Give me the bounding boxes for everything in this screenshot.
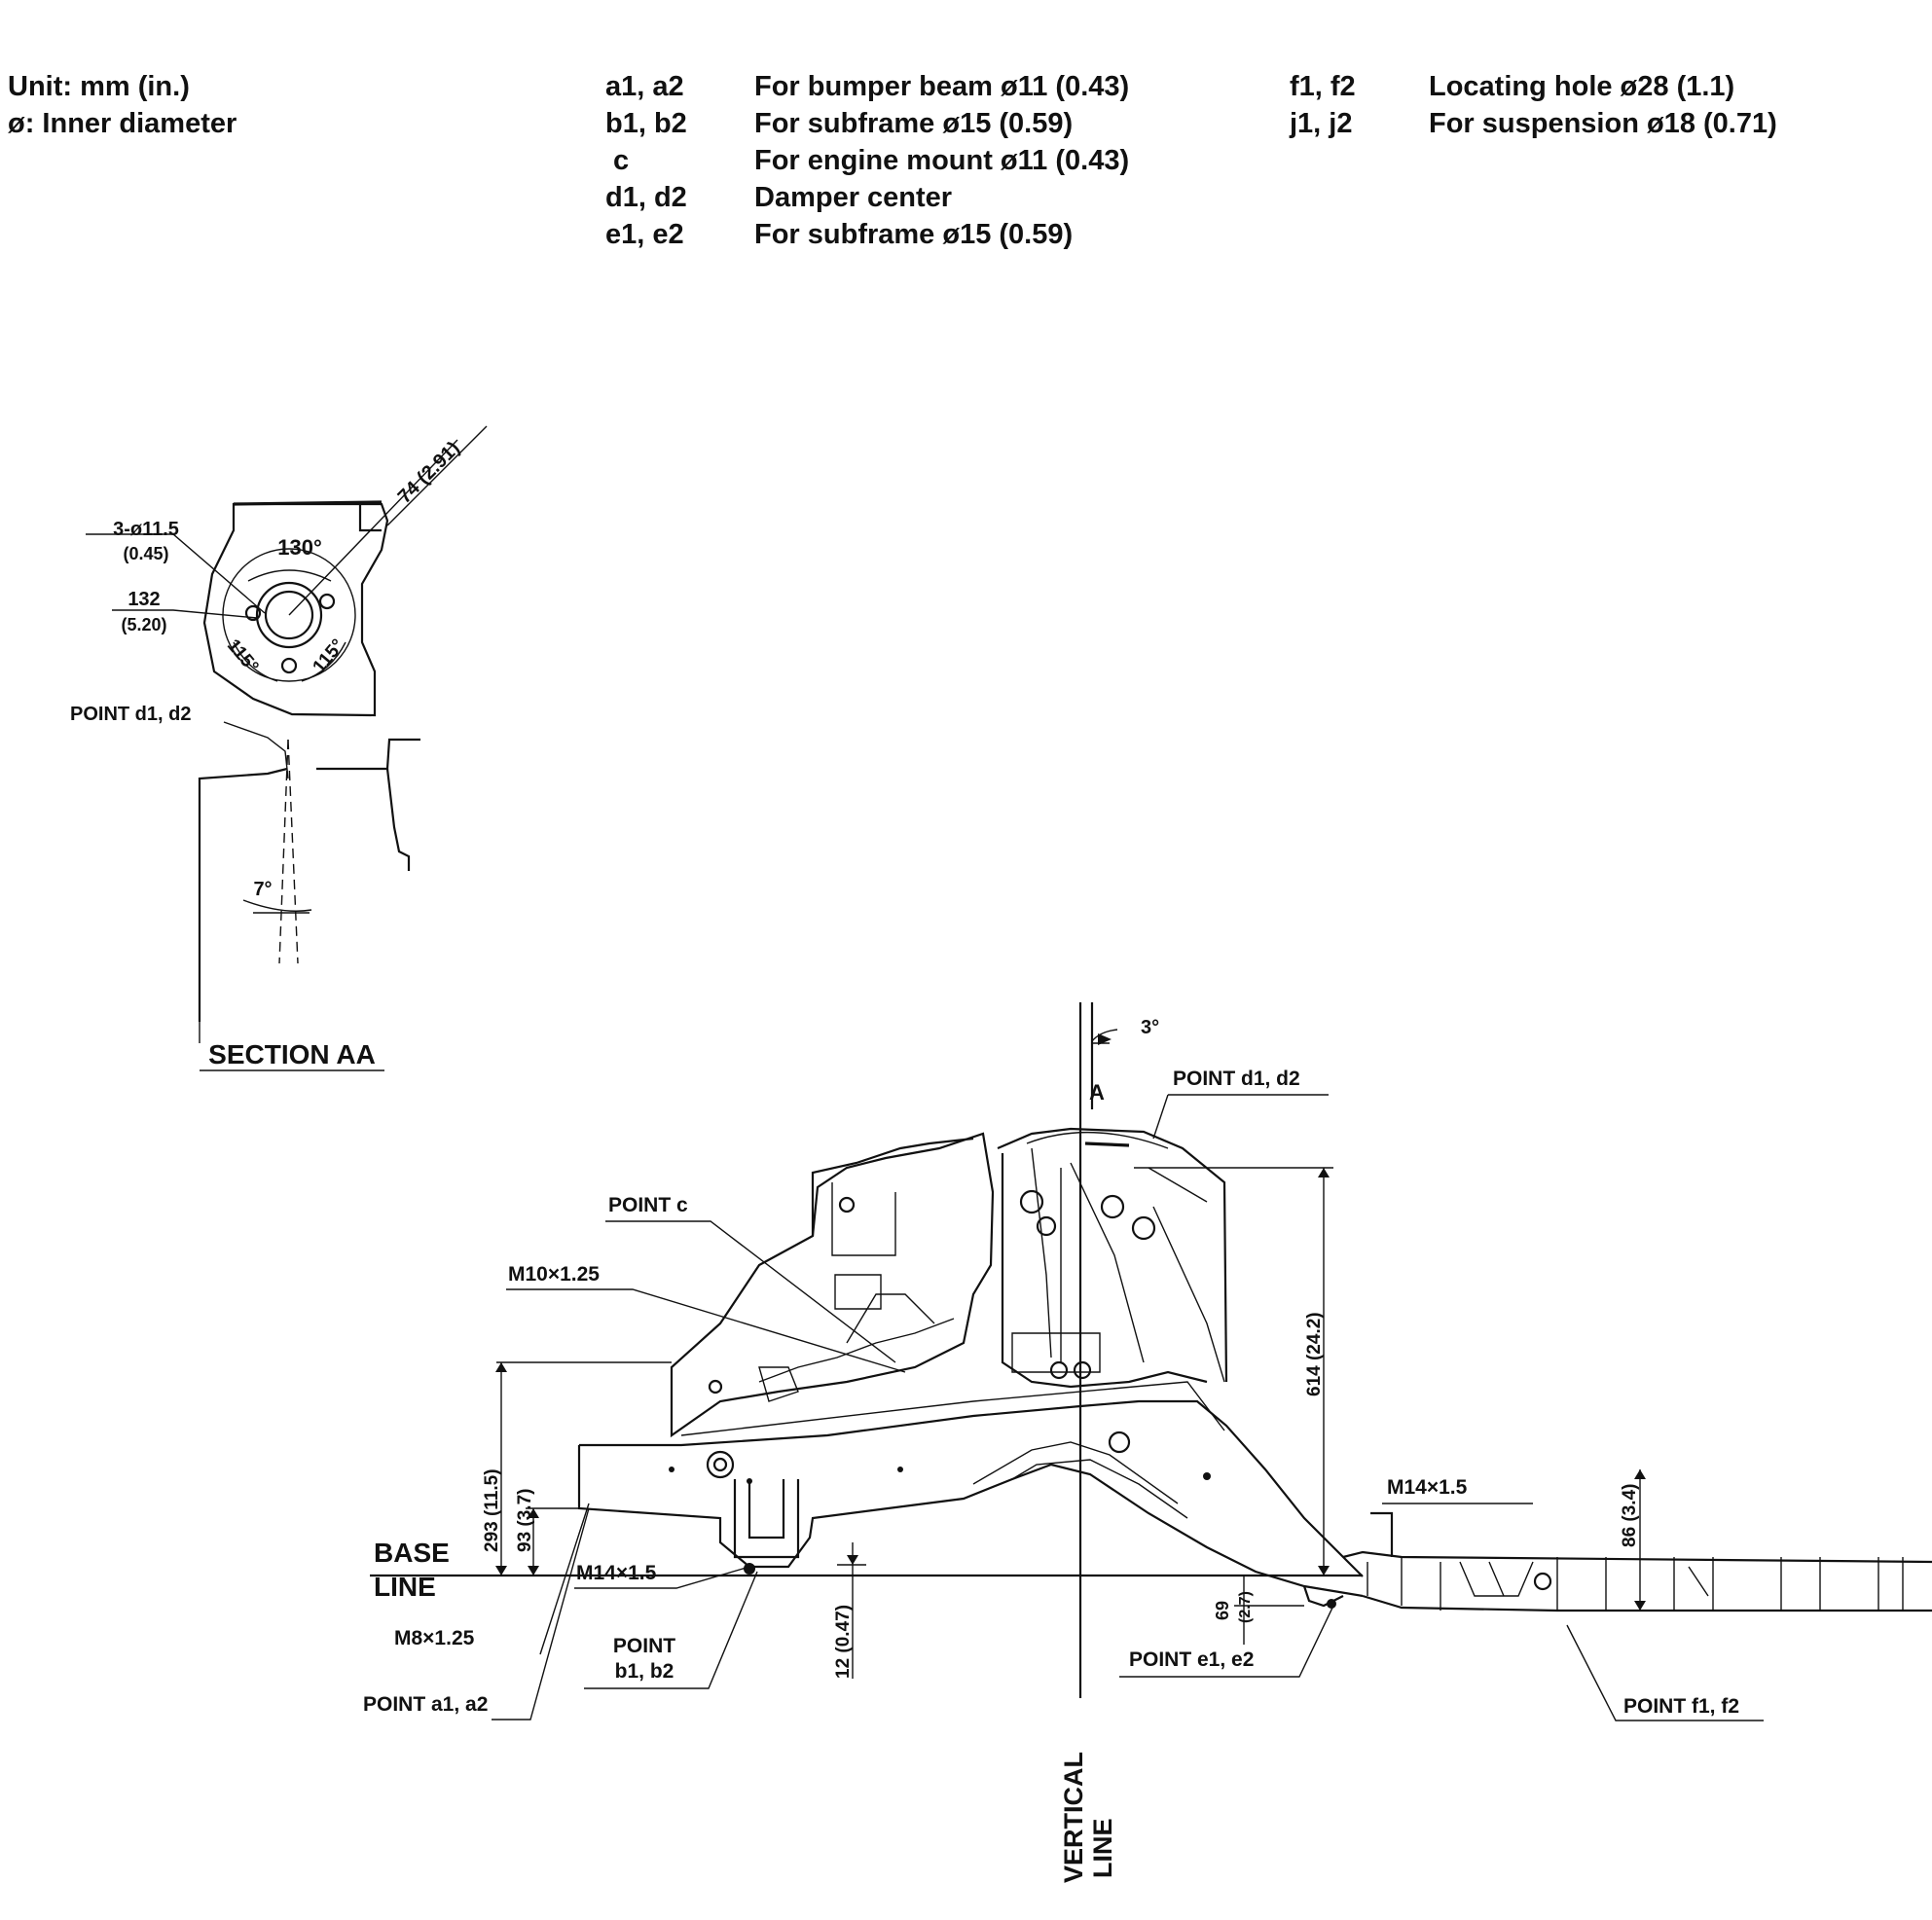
point-b-label-line2: b1, b2 (615, 1660, 674, 1683)
legend-desc: For suspension ø18 (0.71) (1429, 108, 1777, 139)
pcd-label-inches: (5.20) (121, 615, 166, 634)
legend-desc: Locating hole ø28 (1.1) (1429, 71, 1735, 102)
unit-label: Unit: mm (in.) (8, 71, 190, 102)
dim-86: 86 (3.4) (1620, 1484, 1640, 1547)
legend-key: d1, d2 (605, 182, 687, 213)
radius-label: 74 (2.91) (394, 438, 464, 508)
m10-label: M10×1.25 (508, 1263, 600, 1286)
legend-desc: For bumper beam ø11 (0.43) (754, 71, 1130, 102)
legend-key: j1, j2 (1290, 108, 1353, 139)
dim-93: 93 (3.7) (515, 1489, 535, 1552)
dim-69-inches: (2.7) (1237, 1591, 1254, 1623)
section-aa-title: SECTION AA (208, 1039, 376, 1069)
legend-key: e1, e2 (605, 219, 684, 250)
legend-key: f1, f2 (1290, 71, 1356, 102)
dim-69: 69 (1213, 1601, 1232, 1620)
point-b-label-line1: POINT (613, 1635, 675, 1657)
point-f-label: POINT f1, f2 (1623, 1695, 1739, 1718)
point-a-label: POINT a1, a2 (363, 1693, 488, 1716)
legend-desc: For subframe ø15 (0.59) (754, 219, 1074, 250)
legend-key: b1, b2 (605, 108, 687, 139)
angle-top-label: 130° (277, 535, 322, 560)
m14-right-label: M14×1.5 (1387, 1476, 1468, 1499)
dim-12: 12 (0.47) (833, 1605, 854, 1679)
legend-desc: For subframe ø15 (0.59) (754, 108, 1074, 139)
diameter-note: ø: Inner diameter (8, 108, 237, 139)
tilt-angle-label: 7° (253, 879, 272, 900)
legend-desc: Damper center (754, 182, 953, 213)
angle-right-label: 115° (309, 635, 348, 677)
vertical-line-label-2: LINE (1088, 1818, 1117, 1878)
section-marker: A (1089, 1080, 1105, 1105)
point-legend-right: f1, f2 Locating hole ø28 (1.1) j1, j2 Fo… (1290, 68, 1874, 146)
dim-293: 293 (11.5) (482, 1468, 502, 1552)
dim-614: 614 (24.2) (1304, 1312, 1325, 1396)
m8-label: M8×1.25 (394, 1627, 475, 1649)
section-aa-detail: 3-ø11.5 (0.45) 132 (5.20) 74 (2.91) 130°… (70, 425, 488, 1071)
vertical-line-label-1: VERTICAL (1059, 1752, 1088, 1883)
point-c-label: POINT c (608, 1194, 688, 1216)
legend-key: c (613, 145, 630, 176)
holes-label-inches: (0.45) (123, 544, 168, 563)
base-line-label-2: LINE (374, 1572, 436, 1602)
tilt-angle-label-side: 3° (1141, 1017, 1159, 1038)
m14-left-label: M14×1.5 (576, 1562, 657, 1584)
unit-legend: Unit: mm (in.) ø: Inner diameter (8, 68, 553, 146)
section-point-label: POINT d1, d2 (70, 704, 191, 725)
point-d-label: POINT d1, d2 (1173, 1068, 1300, 1090)
holes-label: 3-ø11.5 (113, 519, 179, 540)
legend-desc: For engine mount ø11 (0.43) (754, 145, 1130, 176)
side-view-drawing: 3° A POINT d1, d2 POINT c M10×1.25 M14×1… (363, 1002, 1932, 1883)
pcd-label: 132 (128, 589, 160, 610)
point-legend-left: a1, a2 For bumper beam ø11 (0.43) b1, b2… (605, 68, 1189, 263)
base-line-label-1: BASE (374, 1538, 450, 1568)
point-e-label: POINT e1, e2 (1129, 1648, 1254, 1671)
legend-key: a1, a2 (605, 71, 684, 102)
